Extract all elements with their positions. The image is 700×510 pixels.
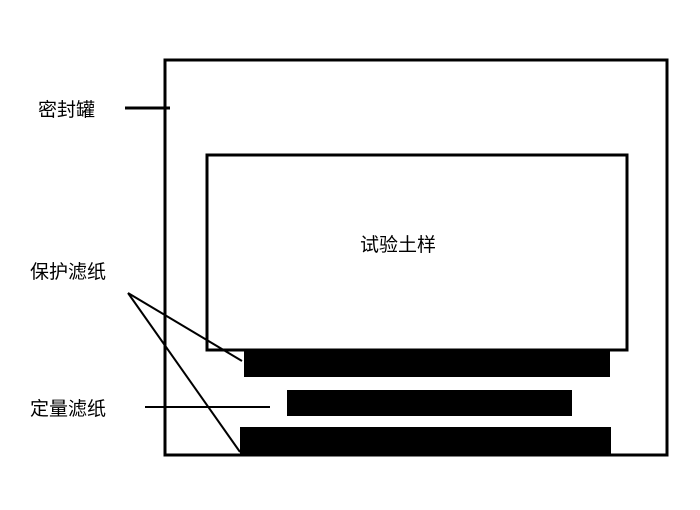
soil-sample-label: 试验土样 (360, 234, 436, 256)
protective-filter-paper-label: 保护滤纸 (30, 261, 106, 283)
upper-protective-filter-paper (244, 349, 610, 377)
quantitative-filter-paper (287, 390, 572, 416)
quantitative-filter-paper-label: 定量滤纸 (30, 398, 106, 420)
lower-protective-filter-paper (240, 427, 611, 454)
sealed-tank-label: 密封罐 (38, 99, 95, 121)
protective-paper-leader-line-upper (127, 292, 243, 362)
sealed-tank-outline (163, 58, 669, 457)
protective-paper-leader-line-lower (127, 292, 241, 453)
